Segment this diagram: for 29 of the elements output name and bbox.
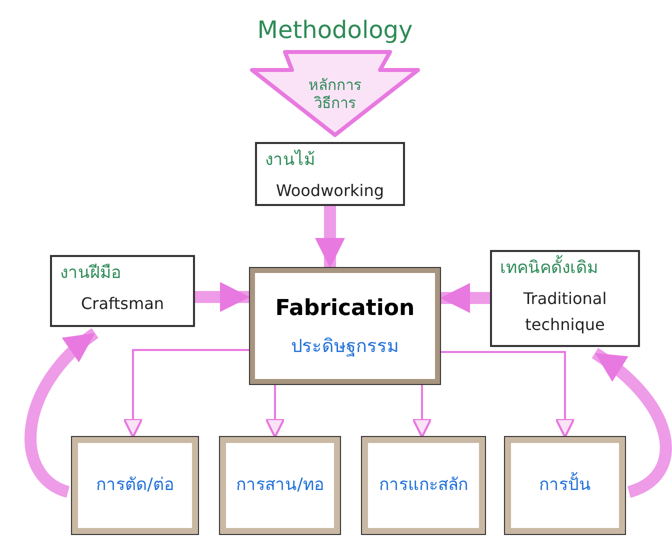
block-arrow: [440, 283, 490, 313]
labeled-box: [255, 142, 405, 206]
activity-box: [72, 437, 198, 534]
box-label: การสาน/ทอ: [236, 474, 324, 497]
box-text: Woodworking: [276, 180, 384, 202]
block-arrow: [315, 206, 345, 268]
main-box: [250, 268, 440, 384]
activity-box: [220, 437, 340, 534]
arrow: [440, 351, 576, 438]
box-subtitle: ประดิษฐกรรม: [291, 335, 399, 359]
activity-box: [505, 437, 625, 534]
box-text: Craftsman: [80, 292, 164, 314]
box-label: การปั้น: [539, 472, 591, 498]
arrow-text: หลักการ วิธีการ: [308, 76, 362, 112]
activity-box: [362, 437, 485, 534]
thai-heading: งานไม้: [265, 148, 315, 172]
labeled-box: [50, 255, 195, 327]
arrow: [412, 384, 432, 438]
box-label: การแกะสลัก: [379, 474, 468, 497]
heading-text: Methodology: [256, 15, 414, 46]
box-label: การตัด/ต่อ: [96, 474, 174, 497]
thai-heading: งานฝีมือ: [60, 262, 121, 285]
arrow: [122, 349, 250, 438]
block-arrow: [195, 282, 250, 312]
thai-heading: เทคนิคดั้งเดิม: [500, 256, 598, 282]
arrow: [264, 384, 286, 438]
labeled-box: [490, 250, 640, 347]
box-title: Fabrication: [275, 295, 415, 323]
box-text: Traditional technique: [522, 288, 608, 336]
